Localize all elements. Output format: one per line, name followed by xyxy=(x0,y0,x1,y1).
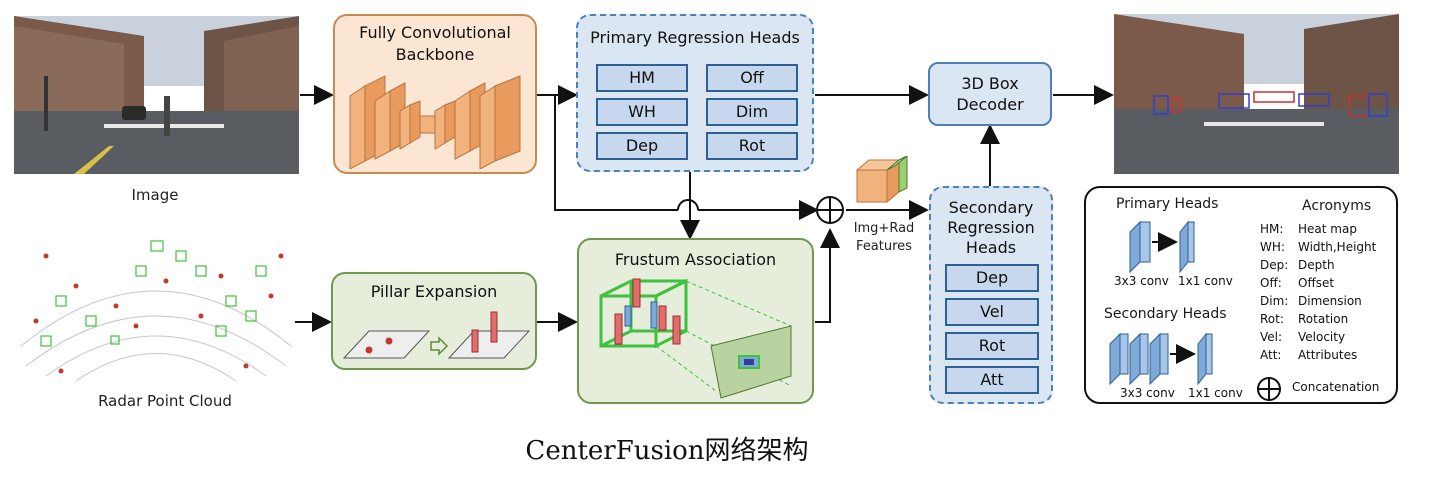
primary-heads-title: Primary Regression Heads xyxy=(590,28,800,47)
features-icon xyxy=(855,156,908,204)
decoder-box: 3D Box Decoder xyxy=(928,62,1052,126)
secondary-head-vel: Vel xyxy=(945,298,1039,326)
legend-primary-conv-b: 1x1 conv xyxy=(1178,274,1233,288)
secondary-head-att: Att xyxy=(945,366,1039,394)
radar-point-cloud xyxy=(16,226,296,386)
secondary-head-dep: Dep xyxy=(945,264,1039,292)
arrow-backbone-to-concat xyxy=(554,95,678,211)
features-label: Img+Rad Features xyxy=(853,221,915,254)
acronym-value: Rotation xyxy=(1298,312,1349,326)
output-image xyxy=(1114,14,1399,174)
backbone-title: Fully Convolutional Backbone xyxy=(359,23,511,64)
acronym-key: Dep: xyxy=(1260,258,1289,272)
acronym-key: Off: xyxy=(1260,276,1282,290)
legend-primary-title: Primary Heads xyxy=(1116,196,1219,212)
legend-acronyms-title: Acronyms xyxy=(1302,198,1372,214)
legend-secondary-icon xyxy=(1109,332,1213,386)
legend-concat-label: Concatenation xyxy=(1292,380,1380,394)
acronym-value: Offset xyxy=(1298,276,1335,290)
secondary-heads-box: Secondary Regression Heads Dep Vel Rot A… xyxy=(929,186,1053,404)
pillar-expansion-title: Pillar Expansion xyxy=(370,282,498,301)
frustum-association-box: Frustum Association xyxy=(577,238,814,404)
legend-secondary-conv-a: 3x3 conv xyxy=(1120,386,1175,400)
acronym-value: Depth xyxy=(1298,258,1335,272)
frustum-association-icon xyxy=(599,278,792,399)
acronym-key: Vel: xyxy=(1260,330,1283,344)
legend-secondary-title: Secondary Heads xyxy=(1104,306,1227,322)
legend-box: Primary Heads 3x3 conv 1x1 conv Secondar… xyxy=(1084,186,1398,404)
pillar-expansion-box: Pillar Expansion xyxy=(331,272,537,370)
primary-head-dep: Dep xyxy=(596,132,688,160)
frustum-association-title: Frustum Association xyxy=(614,250,777,269)
decoder-title: 3D Box Decoder xyxy=(956,74,1024,114)
pillar-expansion-icon xyxy=(342,311,531,359)
acronym-value: Dimension xyxy=(1298,294,1362,308)
input-image xyxy=(14,16,299,174)
secondary-heads-title: Secondary Regression Heads xyxy=(947,198,1035,257)
legend-primary-icon xyxy=(1129,220,1195,274)
acronym-value: Velocity xyxy=(1298,330,1346,344)
secondary-head-rot: Rot xyxy=(945,332,1039,360)
acronym-value: Width,Height xyxy=(1298,240,1377,254)
acronym-key: Rot: xyxy=(1260,312,1284,326)
primary-head-dim: Dim xyxy=(706,98,798,126)
figure-caption: CenterFusion网络架构 xyxy=(525,436,809,466)
image-label: Image xyxy=(131,186,179,204)
primary-head-wh: WH xyxy=(596,98,688,126)
radar-label: Radar Point Cloud xyxy=(98,392,232,410)
acronym-key: HM: xyxy=(1260,222,1284,236)
primary-head-hm: HM xyxy=(596,64,688,92)
backbone-box: Fully Convolutional Backbone xyxy=(333,14,537,174)
primary-heads-box: Primary Regression Heads HM Off WH Dim D… xyxy=(576,14,814,172)
primary-head-rot: Rot xyxy=(706,132,798,160)
arrow-frustum-to-concat xyxy=(815,228,840,323)
legend-concat-icon xyxy=(1257,377,1281,401)
concatenation-icon xyxy=(816,196,844,224)
backbone-icon xyxy=(349,75,521,169)
legend-secondary-conv-b: 1x1 conv xyxy=(1188,386,1243,400)
legend-primary-conv-a: 3x3 conv xyxy=(1114,274,1169,288)
acronym-key: Att: xyxy=(1260,348,1282,362)
acronym-key: WH: xyxy=(1260,240,1285,254)
acronym-value: Heat map xyxy=(1298,222,1357,236)
acronym-value: Attributes xyxy=(1298,348,1358,362)
primary-head-off: Off xyxy=(706,64,798,92)
acronym-key: Dim: xyxy=(1260,294,1289,308)
